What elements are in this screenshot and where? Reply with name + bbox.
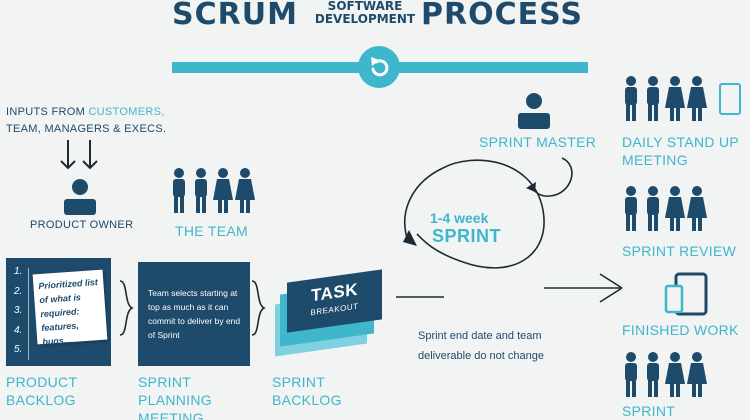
title-scrum: SCRUM [172,0,298,32]
inputs-prefix: INPUTS FROM [6,106,86,118]
daily-standup-team-icon [625,76,741,121]
backlog-rule [28,268,29,360]
sprint-note: Sprint end date and team deliverable do … [418,327,544,367]
backlog-number-1: 1. [14,266,23,277]
sprint-planning-card: Team selects starting at top as much as … [138,262,250,366]
sprint-planning-label: SPRINT PLANNING MEETING [138,373,212,420]
inputs-text: INPUTS FROM CUSTOMERS, TEAM, MANAGERS & … [6,104,206,138]
sprint-backlog-label-line2: BACKLOG [272,392,342,409]
cycle-icon [371,57,389,77]
backlog-number-2: 2. [14,285,23,297]
backlog-number-5: 5. [14,344,23,355]
sprint-planning-label-line2: PLANNING [138,392,212,409]
title-subtitle: SOFTWARE DEVELOPMENT [313,0,417,25]
sprint-note-line1: Sprint end date and team [418,330,542,342]
down-arrow-icon [60,140,98,170]
sprint-backlog-label-line1: SPRINT [272,374,326,390]
inputs-line2: TEAM, MANAGERS & EXECS. [6,123,167,136]
sprint-master-person-icon [518,93,550,129]
sprint-word: SPRINT [432,226,502,246]
product-backlog-label: PRODUCT BACKLOG [6,373,77,409]
sprint-backlog-label: SPRINT BACKLOG [272,373,342,409]
finished-work-phone-icon [664,284,684,314]
sprint-review-label: SPRINT REVIEW [622,243,737,259]
team-icon [173,168,255,213]
backlog-number-3: 3. [14,305,23,316]
title-process: PROCESS [421,0,583,32]
finished-work-devices [664,272,708,316]
product-backlog-note-text: Prioritized list of what is required: fe… [38,277,99,347]
sprint-planning-label-line3: MEETING [138,410,204,420]
sprint-planning-brace-icon [251,280,266,336]
sprint-retro-team-icon [625,352,707,397]
sprint-master-label: SPRINT MASTER [479,134,597,150]
product-backlog-label-line2: BACKLOG [6,392,76,409]
daily-standup-label-line1: DAILY STAND UP [622,134,740,150]
product-owner-label: PRODUCT OWNER [30,219,134,231]
backlog-connector-line [396,296,444,298]
backlog-number-4: 4. [14,324,23,336]
sprint-loop-curved-arrow-icon [403,159,545,269]
sprint-duration: 1-4 week [430,210,489,226]
product-backlog-note: Prioritized list of what is required: fe… [32,269,108,347]
title-subtitle-line1: SOFTWARE [327,0,403,13]
title-subtitle-line2: DEVELOPMENT [314,11,416,26]
right-arrow-icon [544,273,623,303]
sprint-note-line2: deliverable do not change [418,349,544,362]
inputs-suffix: CUSTOMERS, [88,106,165,118]
finished-work-label: FINISHED WORK [622,322,739,338]
sprint-planning-label-line1: SPRINT [138,374,192,390]
product-backlog-label-line1: PRODUCT [6,374,78,390]
daily-standup-tablet-icon [719,83,741,115]
daily-standup-label-line2: MEETING [622,152,688,169]
sprint-planning-text: Team selects starting at top as much as … [148,288,241,341]
product-backlog-numbers: 1. 2. 3. 4. 5. [14,262,22,360]
sprint-review-team-icon [625,186,707,231]
daily-standup-label: DAILY STAND UP MEETING [622,133,739,169]
sprint-master-curved-arrow-icon [526,157,573,197]
sprint-retro-label: SPRINT [622,403,676,419]
product-backlog-brace-icon [119,280,134,336]
product-owner-person-icon [64,179,96,215]
cycle-badge [358,46,400,88]
the-team-label: THE TEAM [175,223,248,239]
inputs-line1: INPUTS FROM CUSTOMERS, [6,104,206,121]
